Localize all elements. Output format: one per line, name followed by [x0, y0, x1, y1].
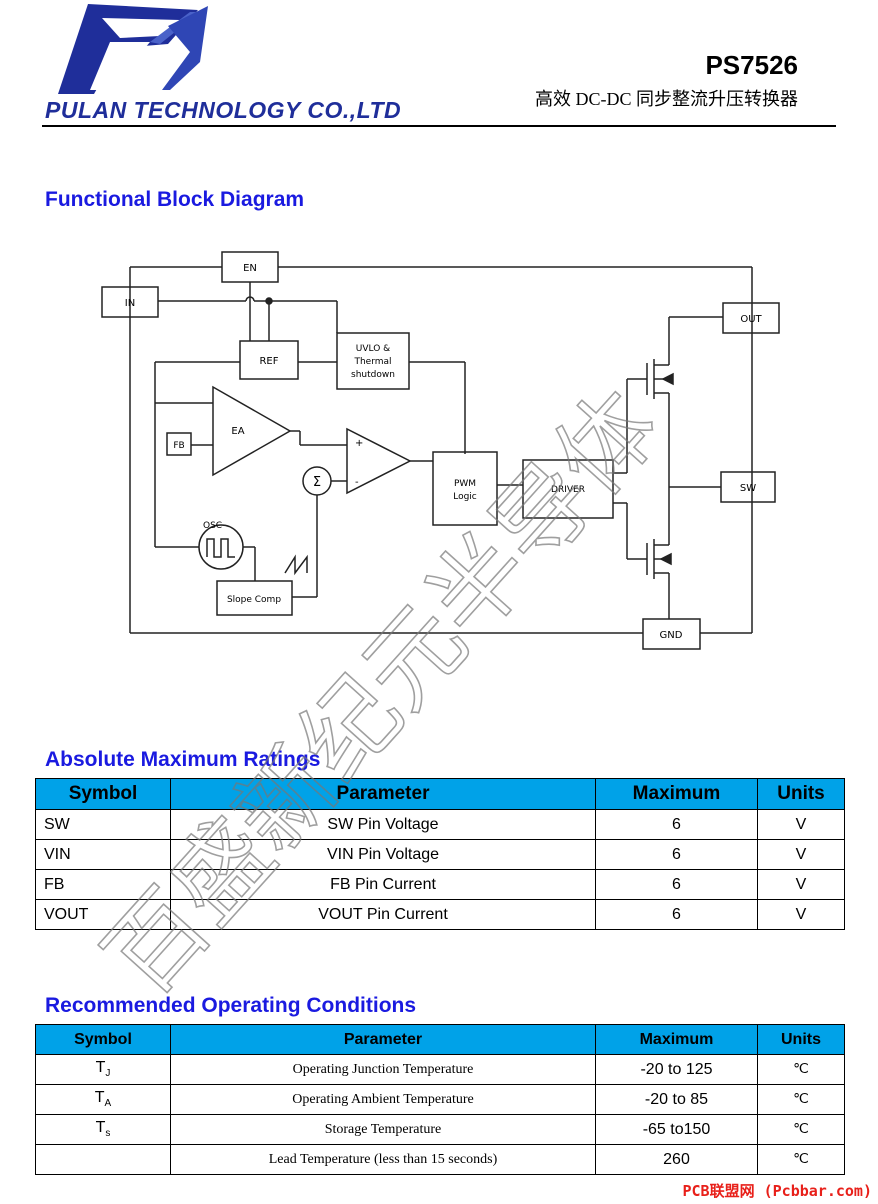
uvlo-label-3: shutdown	[351, 370, 395, 380]
slope-comp-label: Slope Comp	[227, 595, 281, 605]
section-title-abs-max: Absolute Maximum Ratings	[45, 748, 321, 771]
cell-symbol: VIN	[35, 839, 171, 870]
document-subtitle: 高效 DC-DC 同步整流升压转换器	[534, 89, 798, 109]
table-row: TJ Operating Junction Temperature -20 to…	[35, 1054, 845, 1085]
uvlo-label-2: Thermal	[353, 357, 391, 367]
cell-units: V	[757, 899, 845, 930]
footer-site-link[interactable]: PCB联盟网 (Pcbbar.com)	[682, 1182, 873, 1200]
cell-parameter: Operating Ambient Temperature	[170, 1084, 596, 1115]
cell-units: ℃	[757, 1114, 845, 1145]
cell-maximum: -20 to 125	[595, 1054, 758, 1085]
rec-op-table: Symbol Parameter Maximum Units TJ Operat…	[35, 1024, 845, 1175]
header-divider	[42, 125, 836, 127]
col-header-maximum: Maximum	[595, 778, 758, 810]
cell-parameter: Operating Junction Temperature	[170, 1054, 596, 1085]
cell-units: V	[757, 839, 845, 870]
cell-parameter: FB Pin Current	[170, 869, 596, 900]
pin-in-label: IN	[125, 298, 135, 309]
pin-sw-label: SW	[740, 483, 756, 494]
cell-parameter: VOUT Pin Current	[170, 899, 596, 930]
cell-units: ℃	[757, 1054, 845, 1085]
driver-label: DRIVER	[551, 485, 585, 495]
ea-label: EA	[231, 426, 244, 437]
cell-maximum: 6	[595, 869, 758, 900]
col-header-units: Units	[757, 778, 845, 810]
cell-symbol: Ts	[35, 1114, 171, 1145]
fb-label: FB	[173, 441, 184, 451]
functional-block-diagram: EN IN REF UVLO & Thermal shutdown EA FB …	[101, 251, 780, 650]
cell-maximum: -65 to150	[595, 1114, 758, 1145]
cell-maximum: 260	[595, 1144, 758, 1175]
pin-out-label: OUT	[740, 314, 762, 325]
company-logo	[58, 4, 208, 94]
comparator-minus-label: -	[355, 477, 359, 488]
uvlo-label-1: UVLO &	[356, 344, 390, 354]
cell-units: V	[757, 809, 845, 840]
table-row: Lead Temperature (less than 15 seconds) …	[35, 1144, 845, 1175]
table-row: TA Operating Ambient Temperature -20 to …	[35, 1084, 845, 1115]
section-title-block-diagram: Functional Block Diagram	[45, 188, 305, 211]
cell-symbol: SW	[35, 809, 171, 840]
cell-parameter: VIN Pin Voltage	[170, 839, 596, 870]
cell-symbol: FB	[35, 869, 171, 900]
part-number: PS7526	[705, 50, 798, 80]
col-header-units: Units	[757, 1024, 845, 1055]
cell-symbol	[35, 1144, 171, 1175]
cell-parameter: Storage Temperature	[170, 1114, 596, 1145]
table-header-row: Symbol Parameter Maximum Units	[35, 1024, 845, 1055]
cell-symbol: TA	[35, 1084, 171, 1115]
pin-gnd-label: GND	[660, 630, 683, 641]
pwm-label-1: PWM	[454, 479, 476, 489]
cell-maximum: 6	[595, 839, 758, 870]
cell-maximum: 6	[595, 899, 758, 930]
pin-en-label: EN	[243, 263, 257, 274]
table-row: VIN VIN Pin Voltage 6 V	[35, 839, 845, 870]
col-header-symbol: Symbol	[35, 778, 171, 810]
col-header-maximum: Maximum	[595, 1024, 758, 1055]
cell-units: V	[757, 869, 845, 900]
col-header-parameter: Parameter	[170, 778, 596, 810]
cell-maximum: -20 to 85	[595, 1084, 758, 1115]
cell-symbol: VOUT	[35, 899, 171, 930]
comparator-plus-label: +	[355, 438, 363, 449]
pwm-label-2: Logic	[453, 492, 477, 502]
cell-units: ℃	[757, 1144, 845, 1175]
cell-parameter: Lead Temperature (less than 15 seconds)	[170, 1144, 596, 1175]
table-row: VOUT VOUT Pin Current 6 V	[35, 899, 845, 930]
osc-label: OSC	[203, 521, 222, 531]
section-title-rec-op: Recommended Operating Conditions	[45, 994, 417, 1017]
cell-units: ℃	[757, 1084, 845, 1115]
table-row: SW SW Pin Voltage 6 V	[35, 809, 845, 840]
sigma-label: Σ	[313, 475, 321, 490]
company-name: PULAN TECHNOLOGY CO.,LTD	[45, 97, 402, 123]
table-header-row: Symbol Parameter Maximum Units	[35, 778, 845, 810]
col-header-symbol: Symbol	[35, 1024, 171, 1055]
cell-symbol: TJ	[35, 1054, 171, 1085]
ref-label: REF	[259, 356, 278, 367]
table-row: Ts Storage Temperature -65 to150 ℃	[35, 1114, 845, 1145]
table-row: FB FB Pin Current 6 V	[35, 869, 845, 900]
cell-parameter: SW Pin Voltage	[170, 809, 596, 840]
abs-max-table: Symbol Parameter Maximum Units SW SW Pin…	[35, 778, 845, 930]
col-header-parameter: Parameter	[170, 1024, 596, 1055]
cell-maximum: 6	[595, 809, 758, 840]
